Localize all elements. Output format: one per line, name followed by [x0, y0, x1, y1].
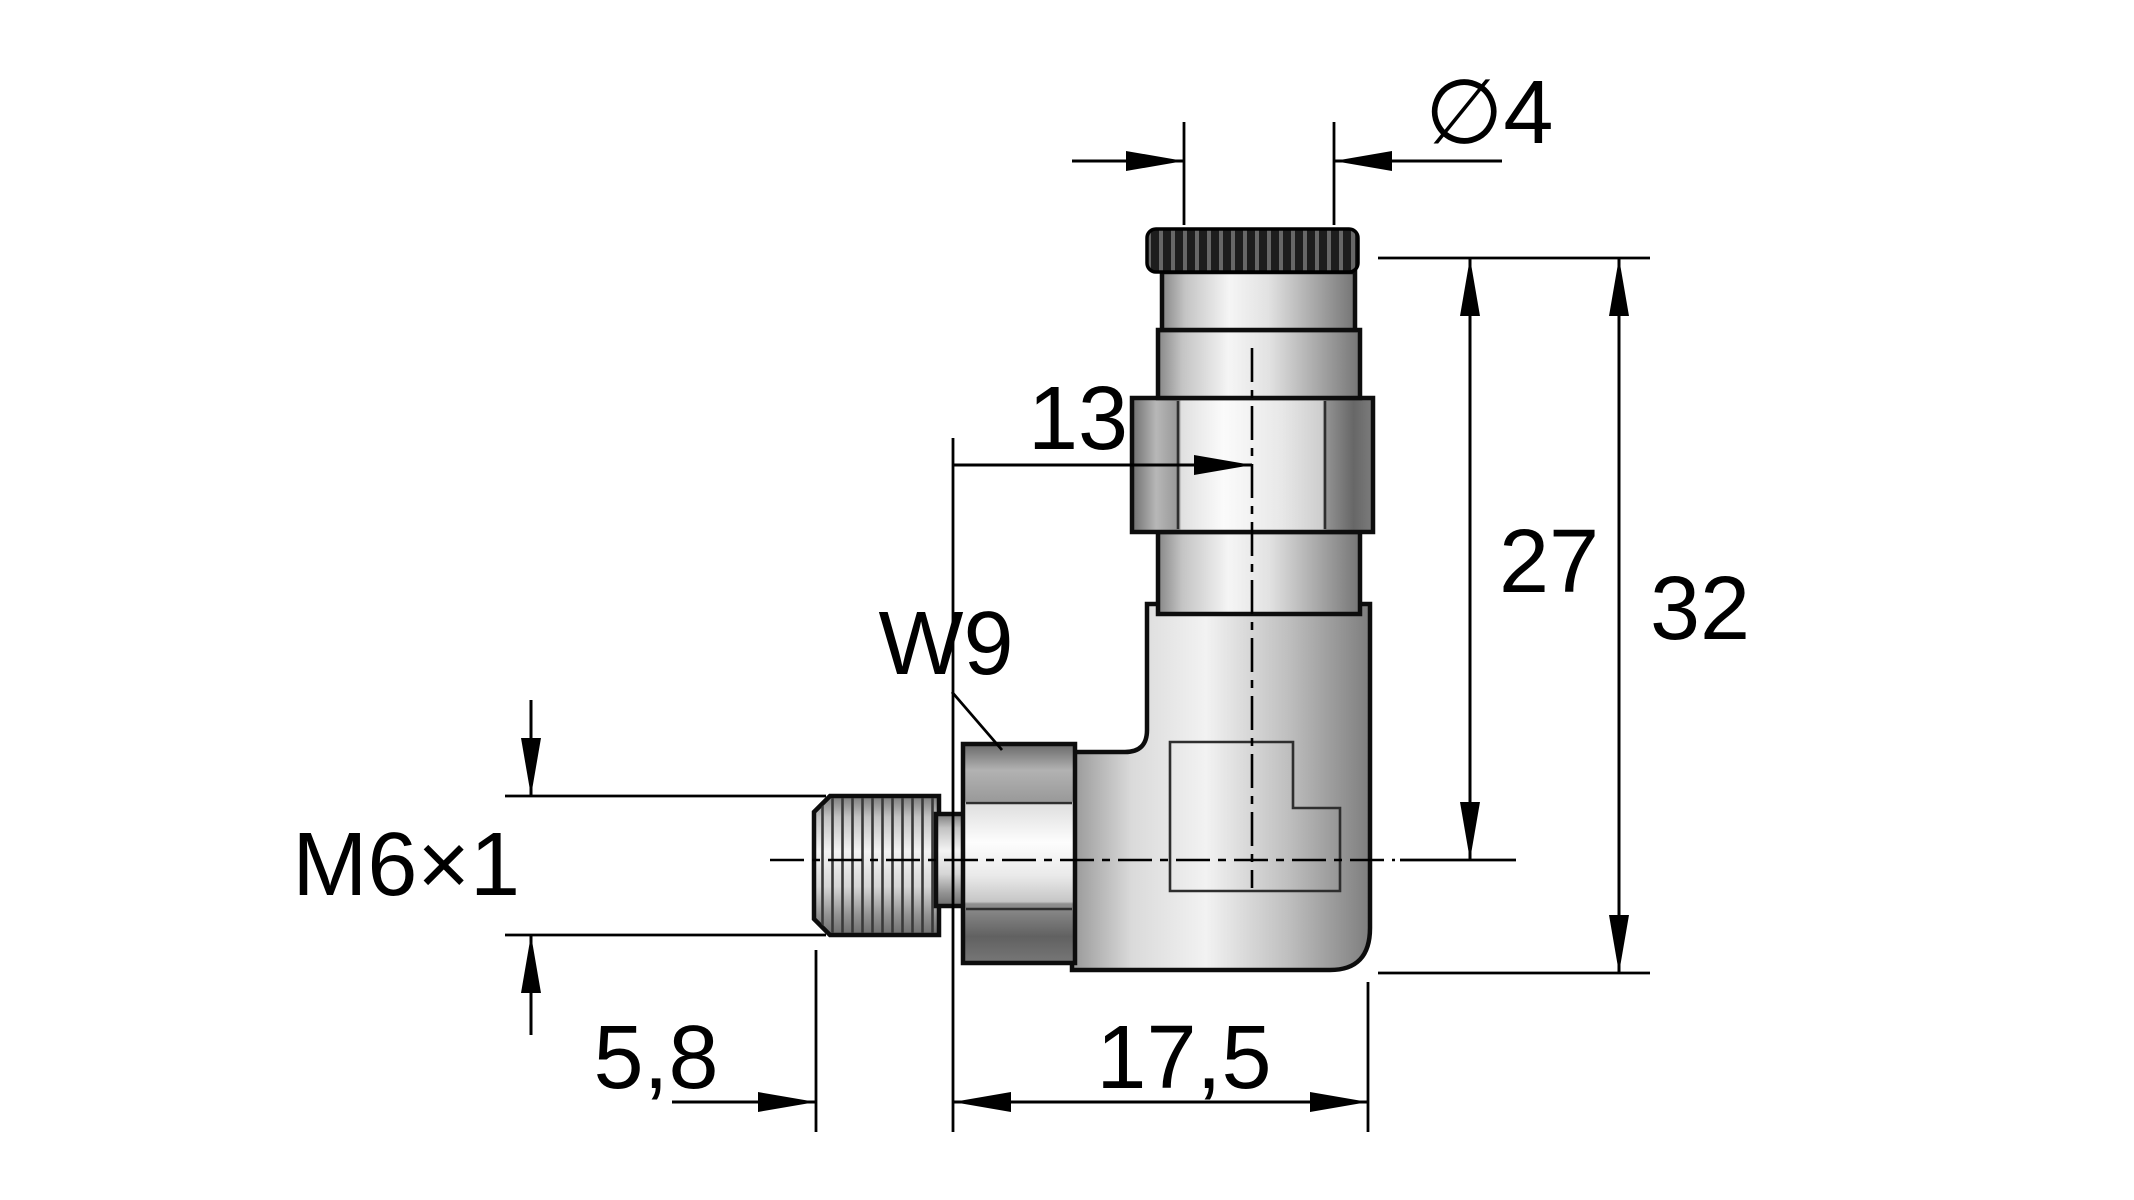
elbow-body	[1069, 601, 1373, 973]
dim-32: 32	[1378, 256, 1750, 975]
dim-13: 13	[951, 369, 1252, 1132]
dim-32-label: 32	[1650, 559, 1750, 659]
dim-27-label: 27	[1499, 512, 1599, 612]
dim-5-8: 5,8	[593, 950, 818, 1132]
dim-w9-label: W9	[879, 594, 1014, 694]
thread-stub	[811, 793, 942, 938]
release-collar	[1159, 269, 1358, 333]
dim-diameter-label: ∅4	[1425, 63, 1553, 163]
lower-collar	[1155, 529, 1363, 617]
knurled-cap	[1145, 227, 1360, 274]
dim-17-5: 17,5	[953, 982, 1370, 1132]
dim-w9: W9	[879, 594, 1014, 751]
internal-section-outline	[1168, 740, 1342, 893]
dim-17-5-label: 17,5	[1096, 1008, 1271, 1108]
dim-thread-label: M6×1	[292, 815, 520, 915]
dim-13-label: 13	[1028, 369, 1128, 469]
centerlines	[770, 348, 1395, 888]
dim-thread: M6×1	[292, 700, 826, 1035]
dim-5-8-label: 5,8	[593, 1008, 718, 1108]
dim-27: 27	[1400, 258, 1599, 862]
hex-nut-w9	[960, 741, 1078, 966]
upper-tube	[1155, 327, 1363, 401]
dim-diameter: ∅4	[1072, 63, 1553, 225]
